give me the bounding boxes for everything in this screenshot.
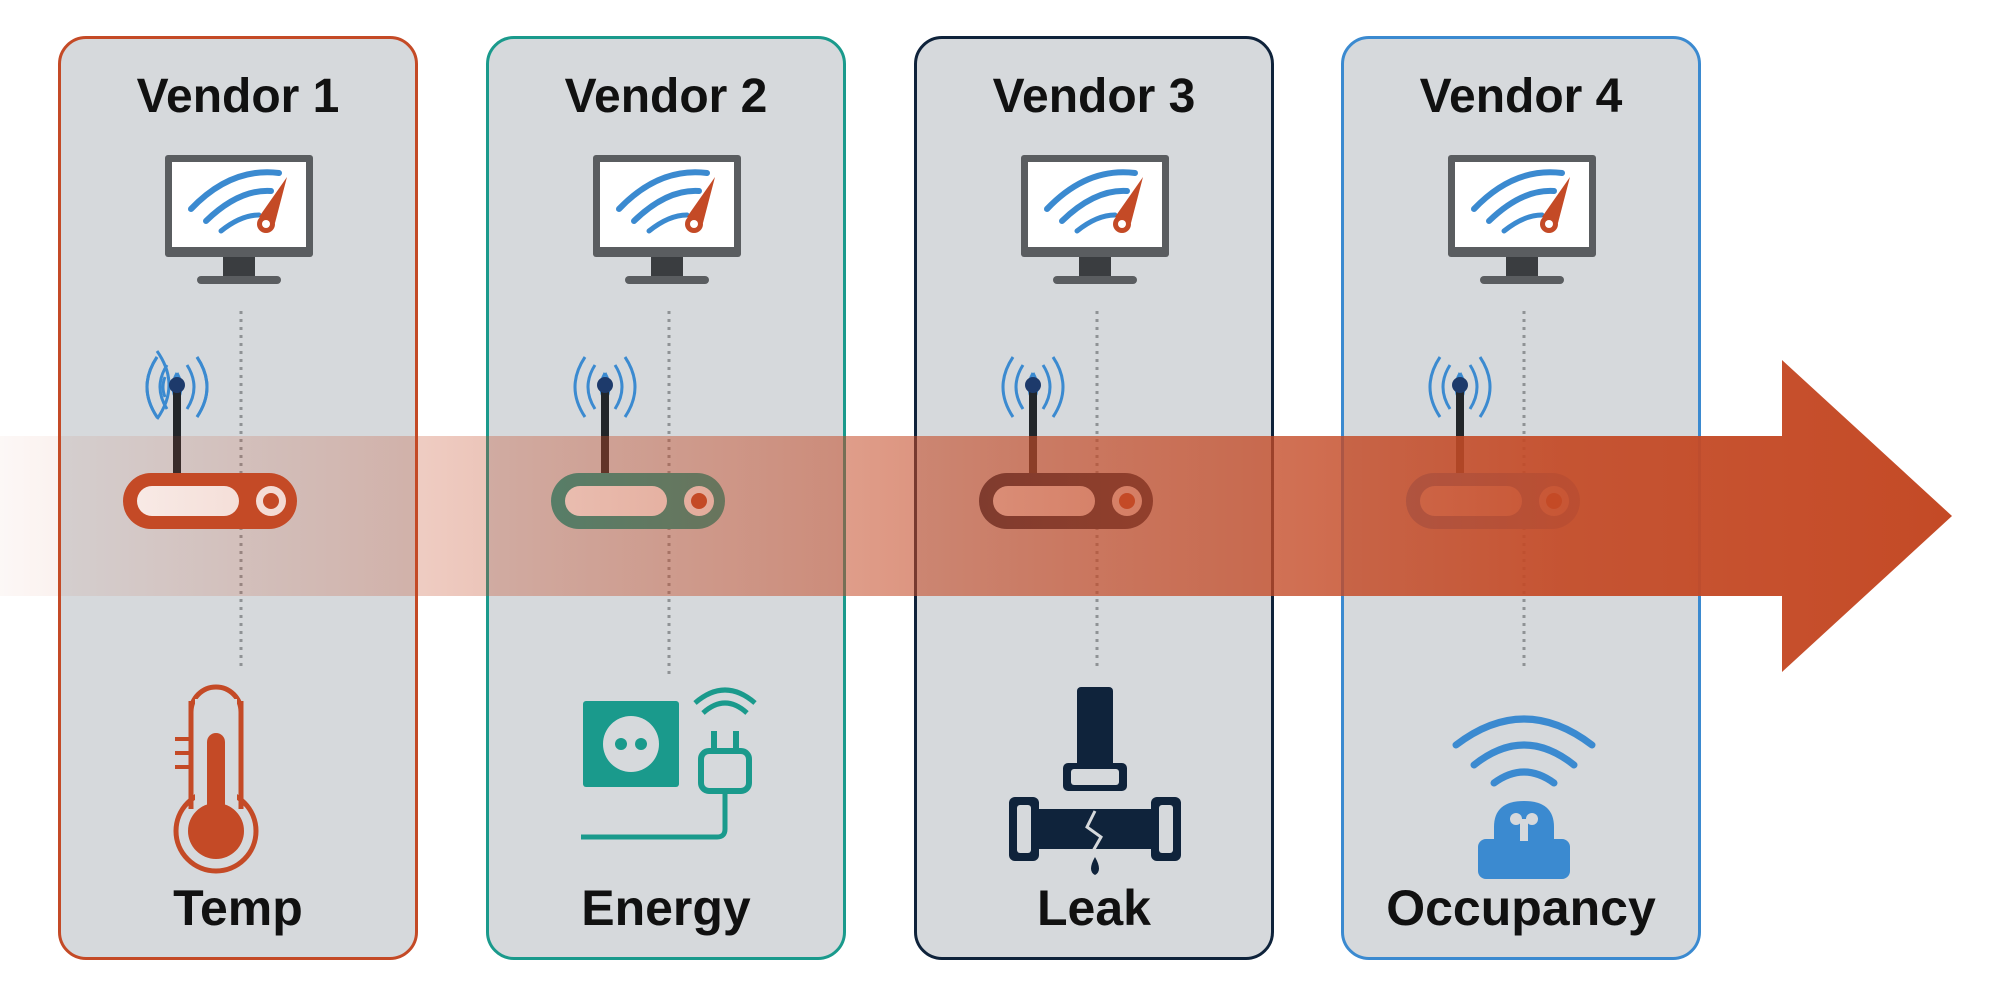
vendor-title: Vendor 2 <box>564 70 768 123</box>
vendor-title: Vendor 4 <box>1419 70 1623 123</box>
leaking-pipe-icon <box>1009 687 1181 875</box>
sensor-label: Occupancy <box>1386 880 1656 936</box>
occupancy-sensor-icon <box>1452 715 1596 879</box>
sensor-label: Energy <box>581 880 751 936</box>
dashboard-monitor-icon <box>165 155 313 284</box>
vendor-title: Vendor 1 <box>136 70 340 123</box>
smart-plug-icon <box>581 687 757 840</box>
thermometer-icon <box>173 684 259 874</box>
dashboard-monitor-icon <box>1448 155 1596 284</box>
dashboard-monitor-icon <box>1021 155 1169 284</box>
sensor-label: Leak <box>1037 880 1151 936</box>
right-arrow-icon <box>0 360 1952 672</box>
vendor-title: Vendor 3 <box>992 70 1196 123</box>
dashboard-monitor-icon <box>593 155 741 284</box>
sensor-label: Temp <box>173 880 303 936</box>
